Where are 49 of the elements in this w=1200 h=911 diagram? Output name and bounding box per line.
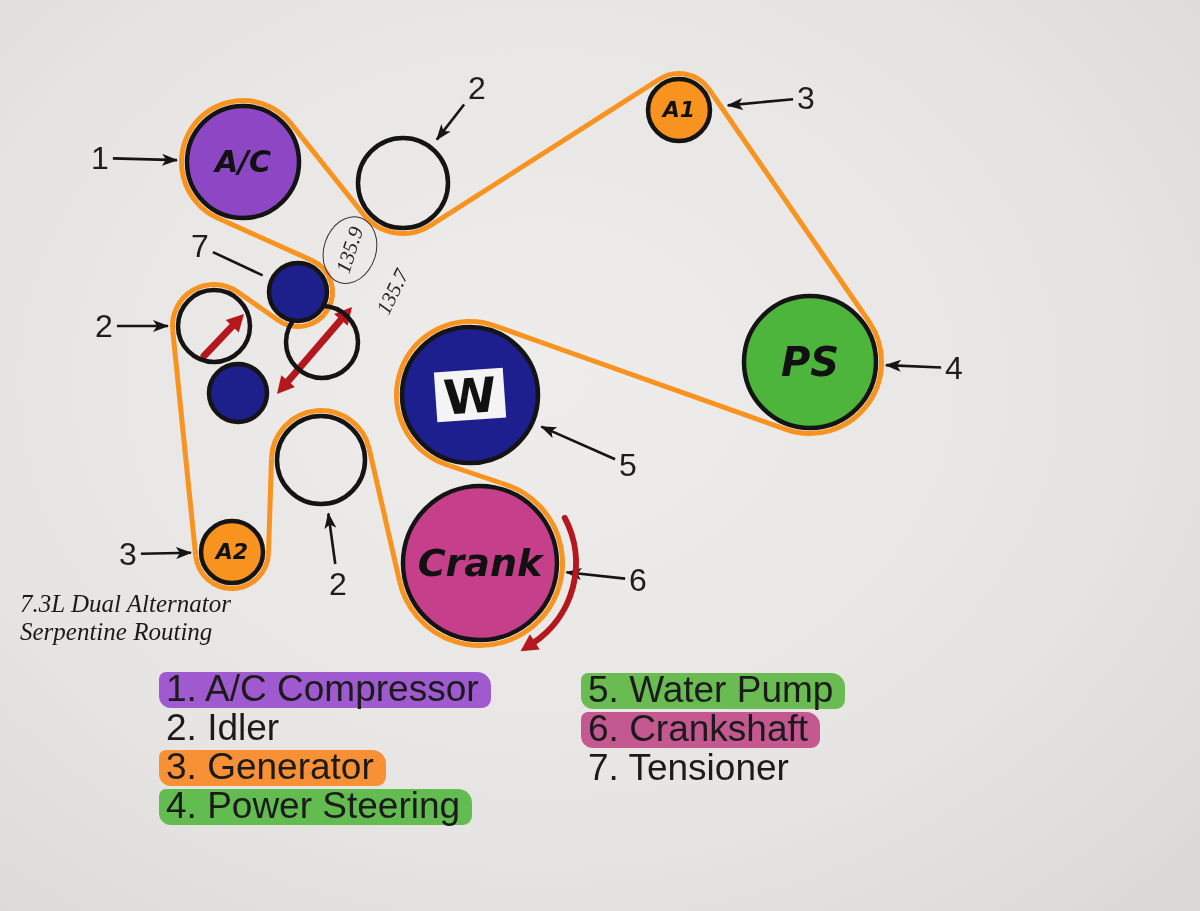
pulley xyxy=(175,287,253,365)
drive-belt xyxy=(449,463,502,486)
callout-number: 6 xyxy=(629,564,647,596)
callout-number: 1 xyxy=(91,142,109,174)
callout-number: 3 xyxy=(797,82,815,114)
leader-arrow xyxy=(140,547,192,560)
pulley xyxy=(274,413,368,507)
leader-arrow xyxy=(116,320,169,332)
drive-belt xyxy=(300,135,357,206)
drive-belt xyxy=(710,93,852,295)
pulley xyxy=(198,518,266,586)
pulley xyxy=(645,76,713,144)
pulley-label: A1 xyxy=(662,99,696,121)
pulley-label: PS xyxy=(780,342,840,382)
drive-belt xyxy=(251,300,268,314)
drive-belt xyxy=(366,448,402,582)
pulley-label: A2 xyxy=(215,541,249,563)
pulley-label: Crank xyxy=(417,544,543,582)
leader-arrow xyxy=(884,359,942,372)
drive-belt xyxy=(170,329,199,556)
callout-number: 4 xyxy=(945,352,963,384)
pulley-label: A/C xyxy=(214,147,272,177)
callout-number: 2 xyxy=(329,568,347,600)
legend-text: 6. Crankshaft xyxy=(588,708,809,749)
pulley xyxy=(206,361,270,425)
drive-belt xyxy=(449,86,647,215)
leader-arrow xyxy=(726,97,794,110)
handwritten-title: 7.3L Dual Alternator Serpentine Routing xyxy=(20,590,232,646)
legend-text: 3. Generator xyxy=(166,746,374,787)
leader-arrow xyxy=(540,425,616,461)
legend-text: 2. Idler xyxy=(166,707,280,748)
legend-text: 7. Tensioner xyxy=(588,747,789,788)
callout-number: 7 xyxy=(191,230,209,262)
callout-number: 3 xyxy=(119,538,137,570)
leader-arrow xyxy=(435,103,466,141)
legend-text: 4. Power Steering xyxy=(166,785,461,826)
leader-arrow xyxy=(112,153,179,166)
leader-arrow xyxy=(565,567,626,580)
callout-number: 2 xyxy=(468,72,486,104)
leader-arrow xyxy=(324,512,337,565)
legend-text: 1. A/C Compressor xyxy=(166,668,479,709)
legend-text: 5. Water Pump xyxy=(588,669,834,710)
pulley xyxy=(283,303,361,381)
callout-number: 5 xyxy=(619,449,637,481)
callout-number: 2 xyxy=(95,310,113,342)
drive-belt xyxy=(266,458,275,554)
leader-line xyxy=(212,250,264,277)
drive-belt xyxy=(540,339,742,416)
drive-belt xyxy=(223,218,312,263)
